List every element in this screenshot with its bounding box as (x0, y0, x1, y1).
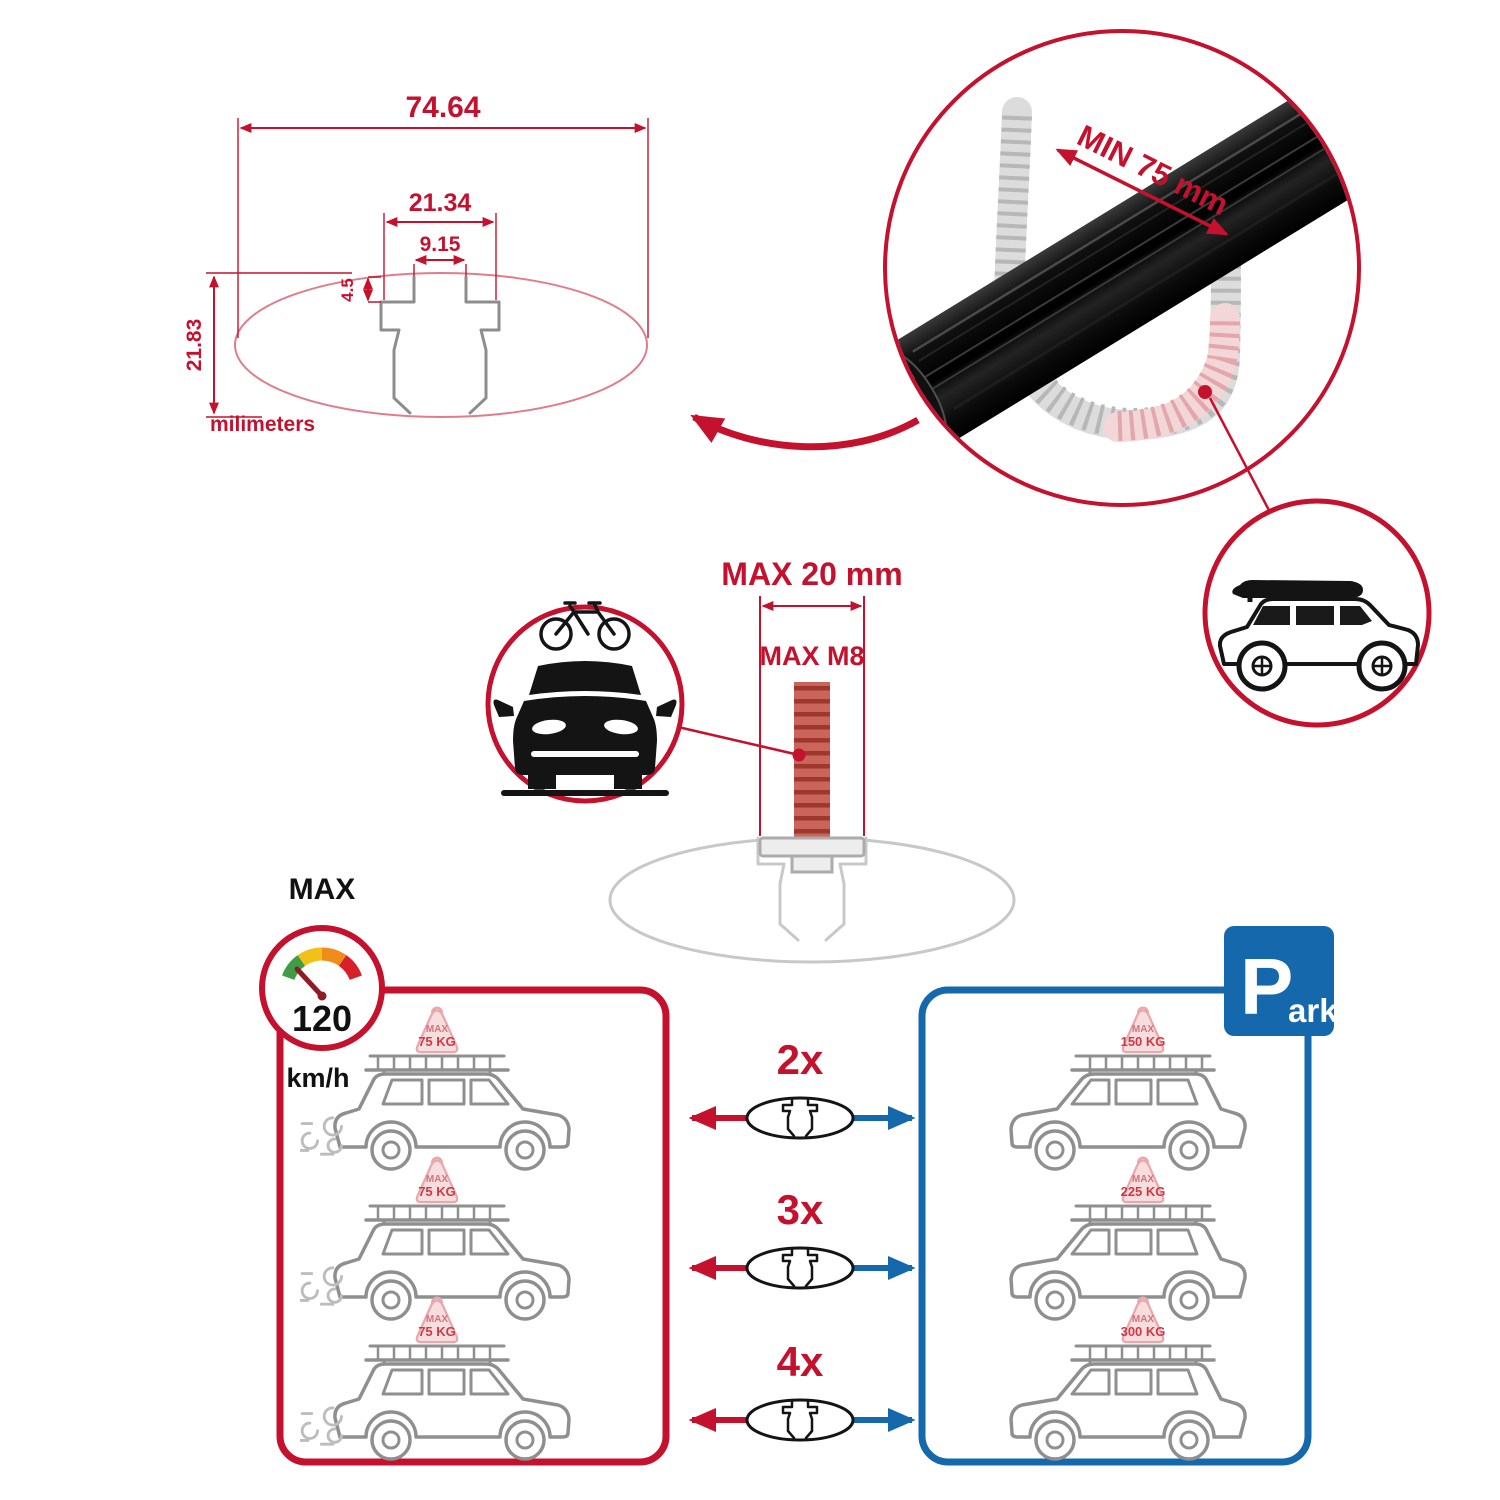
load-max-label: MAX (1132, 1024, 1155, 1035)
callout-line-to-suv (1208, 397, 1274, 517)
crossbar-oval-outline (234, 272, 648, 418)
pointer-arrow-to-drawing-icon (690, 413, 920, 451)
bolt-max-width-label: MAX 20 mm (721, 556, 902, 592)
dim-total-height: 21.83 (183, 319, 206, 372)
parked-car-rows: MAX 150 KG MAX 225 KG MAX 300 KG (1009, 1006, 1247, 1461)
dim-channel-width: 21.34 (409, 189, 472, 217)
qty-label: 3x (777, 1186, 824, 1233)
bike-on-car-detail (485, 601, 685, 804)
park-sign: P ark (1224, 926, 1338, 1036)
crossbar-cross-section-drawing: 74.64 21.34 9.15 4.5 21.83 milimeters (183, 91, 649, 436)
driving-car-row: MAX 75 KG (300, 1296, 571, 1461)
unit-label: milimeters (210, 413, 315, 436)
crossbar-section-icon (745, 1246, 855, 1290)
park-letter: P (1240, 942, 1293, 1031)
gauge-needle (294, 966, 325, 999)
gauge-hub (317, 991, 327, 1001)
dim-lip-depth: 4.5 (338, 278, 357, 302)
crossbar-3d-detail: MIN 75 mm (883, 29, 1361, 517)
crossbar-qty-row: 3x (688, 1186, 916, 1290)
park-sign-plate (1224, 926, 1334, 1036)
load-kg-label: 300 KG (1121, 1324, 1166, 1339)
car-front-icon (493, 661, 677, 796)
callout-line-to-bolt (677, 725, 800, 757)
load-max-label: MAX (426, 1314, 449, 1325)
qty-label: 4x (777, 1338, 824, 1385)
speed-gauge-icon (259, 925, 385, 1051)
parked-car-row: MAX 225 KG (1009, 1156, 1247, 1321)
speed-limit-gauge: MAX 120 km/h (259, 873, 385, 1093)
bicycle-icon (539, 601, 631, 651)
load-max-label: MAX (426, 1174, 449, 1185)
driving-car-row: MAX 75 KG (300, 1006, 571, 1171)
crossbar-qty-row: 2x (688, 1036, 916, 1140)
load-max-label: MAX (1132, 1314, 1155, 1325)
faded-t-slot-profile (756, 836, 868, 942)
bolt-callout-dot (792, 748, 806, 762)
t-bolt-detail: MAX 20 mm MAX M8 (608, 556, 1016, 964)
parked-car-row: MAX 150 KG (1009, 1006, 1247, 1171)
bolt-thread-label: MAX M8 (759, 641, 864, 671)
ubolt-callout-dot (1198, 385, 1212, 399)
driving-car-rows: MAX 75 KG MAX 75 KG MAX 75 KG (300, 1006, 571, 1461)
crossbar-section-icon (745, 1096, 855, 1140)
dim-opening-width: 9.15 (420, 233, 461, 256)
dim-total-width: 74.64 (405, 91, 480, 124)
load-kg-label: 150 KG (1121, 1034, 1166, 1049)
load-kg-label: 75 KG (418, 1034, 456, 1049)
speed-value: 120 (292, 998, 352, 1039)
gauge-max-label: MAX (289, 873, 356, 906)
load-kg-label: 225 KG (1121, 1184, 1166, 1199)
load-kg-label: 75 KG (418, 1184, 456, 1199)
load-max-label: MAX (1132, 1174, 1155, 1185)
load-kg-label: 75 KG (418, 1324, 456, 1339)
t-bolt-icon (758, 682, 866, 874)
dimension-lines: 74.64 21.34 9.15 4.5 21.83 milimeters (183, 91, 649, 436)
load-max-label: MAX (426, 1024, 449, 1035)
driving-car-row: MAX 75 KG (300, 1156, 571, 1321)
crossbar-qty-rows: 2x 3x 4x (688, 1036, 916, 1442)
crossbar-section-icon (745, 1398, 855, 1442)
crossbar-qty-row: 4x (688, 1338, 916, 1442)
speed-unit: km/h (286, 1063, 349, 1093)
parked-car-row: MAX 300 KG (1009, 1296, 1247, 1461)
suv-with-roofbox-icon (1217, 580, 1420, 692)
suv-roofbox-detail (1202, 498, 1432, 728)
qty-label: 2x (777, 1036, 824, 1083)
t-slot-profile (379, 275, 501, 415)
gauge-arc-segments (282, 947, 362, 981)
park-suffix: ark (1288, 992, 1338, 1029)
